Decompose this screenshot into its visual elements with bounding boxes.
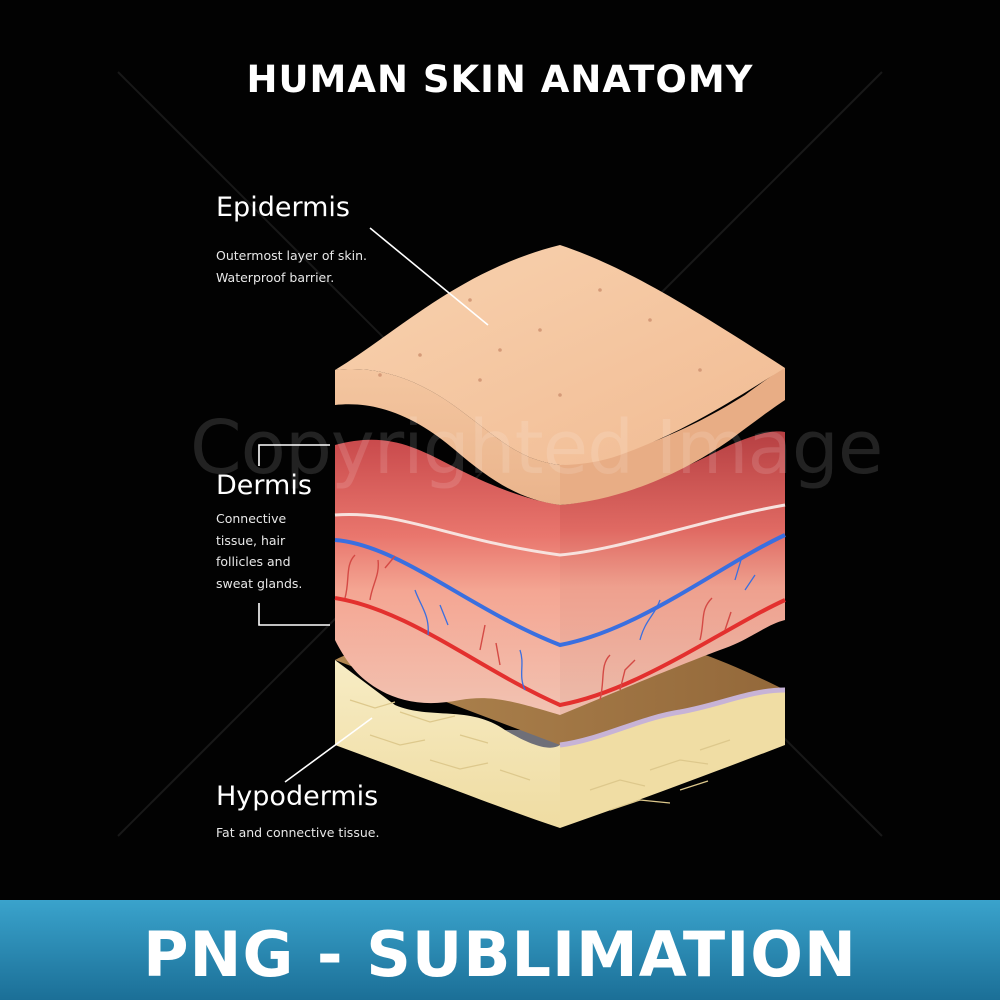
hypodermis-label: Hypodermis (216, 781, 379, 812)
hypodermis-desc-line: Fat and connective tissue. (216, 825, 380, 840)
dermis-description: Connective tissue, hair follicles and sw… (216, 508, 302, 594)
dermis-desc-line: Connective (216, 511, 287, 526)
epidermis-description: Outermost layer of skin. Waterproof barr… (216, 245, 367, 288)
epidermis-desc-line: Waterproof barrier. (216, 269, 335, 285)
dermis-label: Dermis (216, 470, 312, 501)
dermis-desc-line: sweat glands. (216, 575, 303, 591)
hypodermis-description: Fat and connective tissue. (216, 822, 379, 844)
vein-line (334, 533, 786, 648)
epidermis-desc-line: Outermost layer of skin. (216, 248, 367, 263)
epidermis-layer (335, 245, 785, 505)
dermis-layer (334, 431, 786, 715)
hypodermis-leader-line (284, 717, 373, 783)
dermis-desc-line: follicles and (216, 554, 291, 569)
sublimation-banner: PNG - SUBLIMATION (0, 900, 1000, 1000)
artery-line (334, 596, 786, 708)
watermark-text: Copyrighted Image (190, 405, 883, 491)
dermis-desc-line: tissue, hair (216, 532, 286, 548)
banner-text: PNG - SUBLIMATION (143, 918, 857, 991)
dermis-bracket-top (258, 444, 330, 466)
dermis-bracket-bottom (258, 603, 330, 626)
leader-lines (258, 227, 489, 783)
epidermis-leader-line (369, 227, 489, 326)
epidermis-label: Epidermis (216, 192, 350, 223)
page-title: HUMAN SKIN ANATOMY (246, 58, 754, 101)
